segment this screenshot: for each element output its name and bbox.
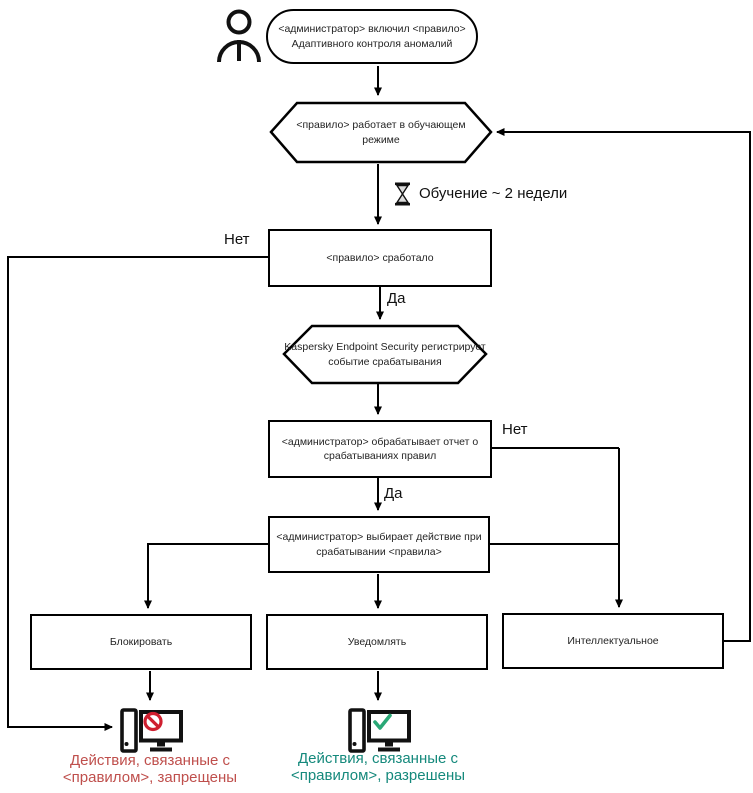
hexagon-shape [282,324,488,385]
training-note-label: Обучение ~ 2 недели [419,185,568,202]
label-no-admin-report: Нет [502,421,528,438]
label-yes-rule-triggered: Да [387,290,406,307]
computer-prohibited-icon [120,708,183,753]
node-rule-triggered-label: <правило> сработало [326,251,434,264]
label-no-rule-triggered: Нет [224,231,250,248]
person-icon [217,9,261,62]
node-action-smart: Интеллектуальное [502,613,724,669]
label-yes-admin-report: Да [384,485,403,502]
node-admin-report-label: <администратор> обрабатывает отчет о сра… [281,435,479,462]
edge-action-to-block [144,543,268,609]
node-learning-mode: <правило> работает в обучающем режиме [269,101,493,164]
edge-smart-feedback-to-learning [496,128,751,642]
node-admin-report: <администратор> обрабатывает отчет о сра… [268,420,492,478]
computer-allowed-icon [348,708,411,753]
hourglass-icon [395,182,410,206]
node-registers-event-label: Kaspersky Endpoint Security регистрирует… [284,341,486,368]
node-action-notify: Уведомлять [266,614,488,670]
result-allowed-text: Действия, связанные с <правилом>, разреш… [290,750,466,785]
node-action-block: Блокировать [30,614,252,670]
node-rule-triggered: <правило> сработало [268,229,492,287]
node-registers-event: Kaspersky Endpoint Security регистрирует… [282,324,488,385]
node-learning-mode-label: <правило> работает в обучающем режиме [296,119,466,146]
node-action-notify-label: Уведомлять [347,635,407,648]
edge-triggered-no-to-blocked [7,256,268,731]
node-action-smart-label: Интеллектуальное [567,634,659,647]
result-blocked-text: Действия, связанные с <правилом>, запрещ… [62,752,238,787]
node-admin-action-label: <администратор> выбирает действие при ср… [276,531,482,558]
node-action-block-label: Блокировать [109,635,173,648]
hexagon-shape [269,101,493,164]
node-start: <администратор> включил <правило> Адапти… [266,9,478,64]
node-admin-action: <администратор> выбирает действие при ср… [268,516,490,573]
node-start-label: <администратор> включил <правило> Адапти… [278,23,466,50]
